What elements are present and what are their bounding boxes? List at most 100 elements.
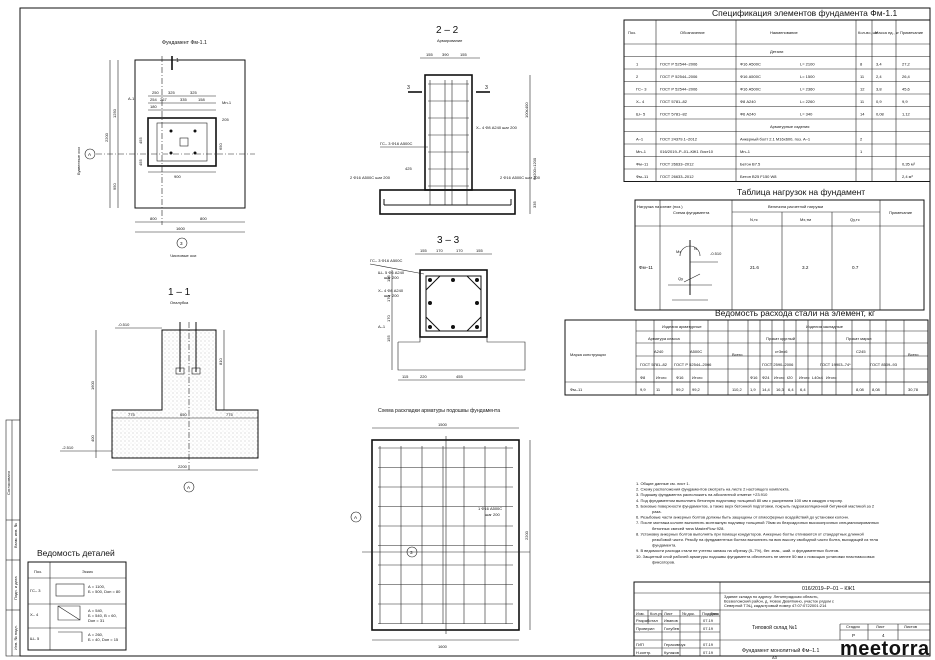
loads-h2: Величина расчетной нагрузки [768, 204, 823, 209]
spec-doc: ГОСТ 5781–82 [660, 99, 688, 104]
steel-subhead: Итого [692, 375, 703, 380]
note-line: раза. [652, 509, 662, 514]
plan-dim-900: 900 [174, 174, 181, 179]
steel-cell: 14,4 [762, 387, 771, 392]
plan-mn1: Мн-1 [222, 100, 232, 105]
plan-dim-267: 267 [160, 97, 167, 102]
s22-dim-mid: 6x200=1200 [532, 157, 537, 180]
stamp-sheet-title: Фундамент монолитный Фм–1.1 [742, 647, 819, 654]
steel-cell: 6,4 [800, 387, 806, 392]
spec-len: L= 2100 [800, 62, 815, 67]
s11-dim-775a: 775 [128, 412, 135, 417]
stamp-role: ГИП [636, 642, 644, 647]
note-line: 7. После монтажа колонн выполнить монтаж… [636, 520, 879, 525]
sheet-frame [19, 7, 931, 657]
loads-mark: -0.510 [710, 251, 722, 256]
ved-dims: А = 540, [88, 608, 103, 613]
spec-note: 0,35 м³ [902, 162, 916, 167]
s11-title: 1 – 1 [168, 287, 191, 298]
spec-pos: Ш– 5 [636, 112, 646, 117]
stamp-name: Иванов [664, 618, 678, 623]
s22-title: 2 – 2 [436, 25, 459, 36]
s33-dim-220: 220 [420, 374, 427, 379]
spec-qty: 11 [860, 99, 865, 104]
ved-pos: Ш– 5 [30, 636, 40, 641]
plan-dim-800b: 800 [200, 216, 207, 221]
spec-pos: Х– 4 [636, 99, 645, 104]
spec-qty: 1 [860, 149, 863, 154]
steel-h-emb: Изделия закладные [806, 324, 844, 329]
steel-cell: 1,9 [750, 387, 756, 392]
s22-dim-bot: 335 [532, 201, 537, 208]
note-line: 1. Общие данные см. лист 1. [636, 481, 690, 486]
side-strip [5, 419, 21, 657]
plan-dim-250: 250 [152, 90, 159, 95]
steel-h-c245: С245 [856, 349, 866, 354]
s33-a1: А–1 [378, 324, 386, 329]
loads-h4: Mx,тм [800, 217, 811, 222]
ved-pos: Х– 4 [30, 612, 39, 617]
loads-table: Таблица нагрузок на фундамент Нагрузка н… [634, 187, 925, 311]
steel-h-total1: Всего [732, 352, 743, 357]
spec-pos: 1 [636, 62, 639, 67]
plan-dim-1250: 1250 [112, 108, 117, 118]
ved-dims: А = 260, [88, 632, 103, 637]
s33-dim-455: 455 [456, 374, 463, 379]
plan-view: Фундамент Фм-1.1 1 А 3 Буквенные оси Чис… [76, 40, 255, 258]
loads-h1: Схема фундамента [673, 210, 710, 215]
section-1-1: 1 – 1 Опалубка -0.510 -2.510 810 1600 40… [60, 287, 259, 493]
stamp-address-line: Здание склада по адресу: Ленинградская о… [724, 594, 819, 599]
general-notes: 1. Общие данные см. лист 1.2. Схему расп… [636, 481, 879, 564]
steel-cell: 30,78 [908, 387, 919, 392]
stamp-date: 07.19 [703, 642, 714, 647]
s33-dim-170b: 170 [456, 248, 463, 253]
spec-len: L= 1500 [800, 74, 815, 79]
loads-r1: 21.6 [750, 265, 759, 270]
steel-subhead: L40x4 [812, 375, 824, 380]
stamp-col-header: Кол.уч [650, 611, 662, 616]
spec-mass: 3,4 [876, 62, 882, 67]
spec-table: Спецификация элементов фундамента Фм-1.1… [623, 8, 931, 182]
s11-dim-810: 810 [218, 358, 223, 365]
stamp-col-header: № док. [682, 611, 695, 616]
stamp-address-line: Северной ТЭЦ, кадастровый номер 47:07:07… [724, 603, 827, 608]
stamp-name: Герасимчук [664, 642, 686, 647]
side-vzam: Взам. инв. № [13, 523, 18, 548]
plan-dim-325a: 325 [168, 90, 175, 95]
plan-a1: А-1 [128, 96, 135, 101]
note-line: 4. Под фундаментом выполнить бетонную по… [636, 498, 843, 503]
s22-dim-top: 100≤400 [524, 102, 529, 118]
plan-axis-3: 3 [180, 241, 183, 246]
side-podp: Подп. и дата [13, 576, 18, 600]
scheme-title: Схема раскладки арматуры подошвы фундаме… [378, 408, 500, 414]
stamp-format: А3 [772, 655, 778, 660]
stamp-role: Проверил [636, 626, 655, 631]
s22-bar-gs3: ГС– 3 Ф16 А500С [380, 141, 412, 146]
spec-doc: ГОСТ Р 52544–2006 [660, 87, 698, 92]
loads-title: Таблица нагрузок на фундамент [737, 187, 865, 197]
spec-note: 45,6 [902, 87, 911, 92]
note-line: 8. Установку анкерных болтов выполнять п… [636, 531, 864, 536]
s22-cut-3b: 3 [485, 85, 488, 91]
s11-mark-top: -0.510 [118, 322, 130, 327]
ved-dims: Б = 500, Dоп = 80 [88, 589, 121, 594]
s33-bar-sh: Ш– 5 Ф6 А240 [378, 270, 405, 275]
details-table: Ведомость деталей Поз. Эскиз ГС– 3А = 11… [27, 548, 127, 651]
spec-len: L= 2360 [800, 87, 815, 92]
spec-header: Наименование [770, 30, 799, 35]
spec-qty: 2 [860, 137, 863, 142]
s33-dim-l4: 155 [386, 335, 391, 342]
plan-num-axes: Числовые оси [170, 253, 196, 258]
loads-h0: Нагрузка на схеме (поз.) [637, 204, 683, 209]
loads-r2: 3.2 [802, 265, 809, 270]
note-line: резьбовой части. Резьбу на фундаментных … [652, 537, 879, 542]
s33-dim-155b: 155 [476, 248, 483, 253]
spec-note: 27,2 [902, 62, 911, 67]
plan-axis-a: А [88, 152, 92, 157]
loads-r0: Фм–11 [639, 265, 653, 270]
ved-title: Ведомость деталей [37, 548, 115, 558]
steel-h-prokat1: Прокат круглый [766, 336, 795, 341]
steel-h-a240: А240 [654, 349, 664, 354]
